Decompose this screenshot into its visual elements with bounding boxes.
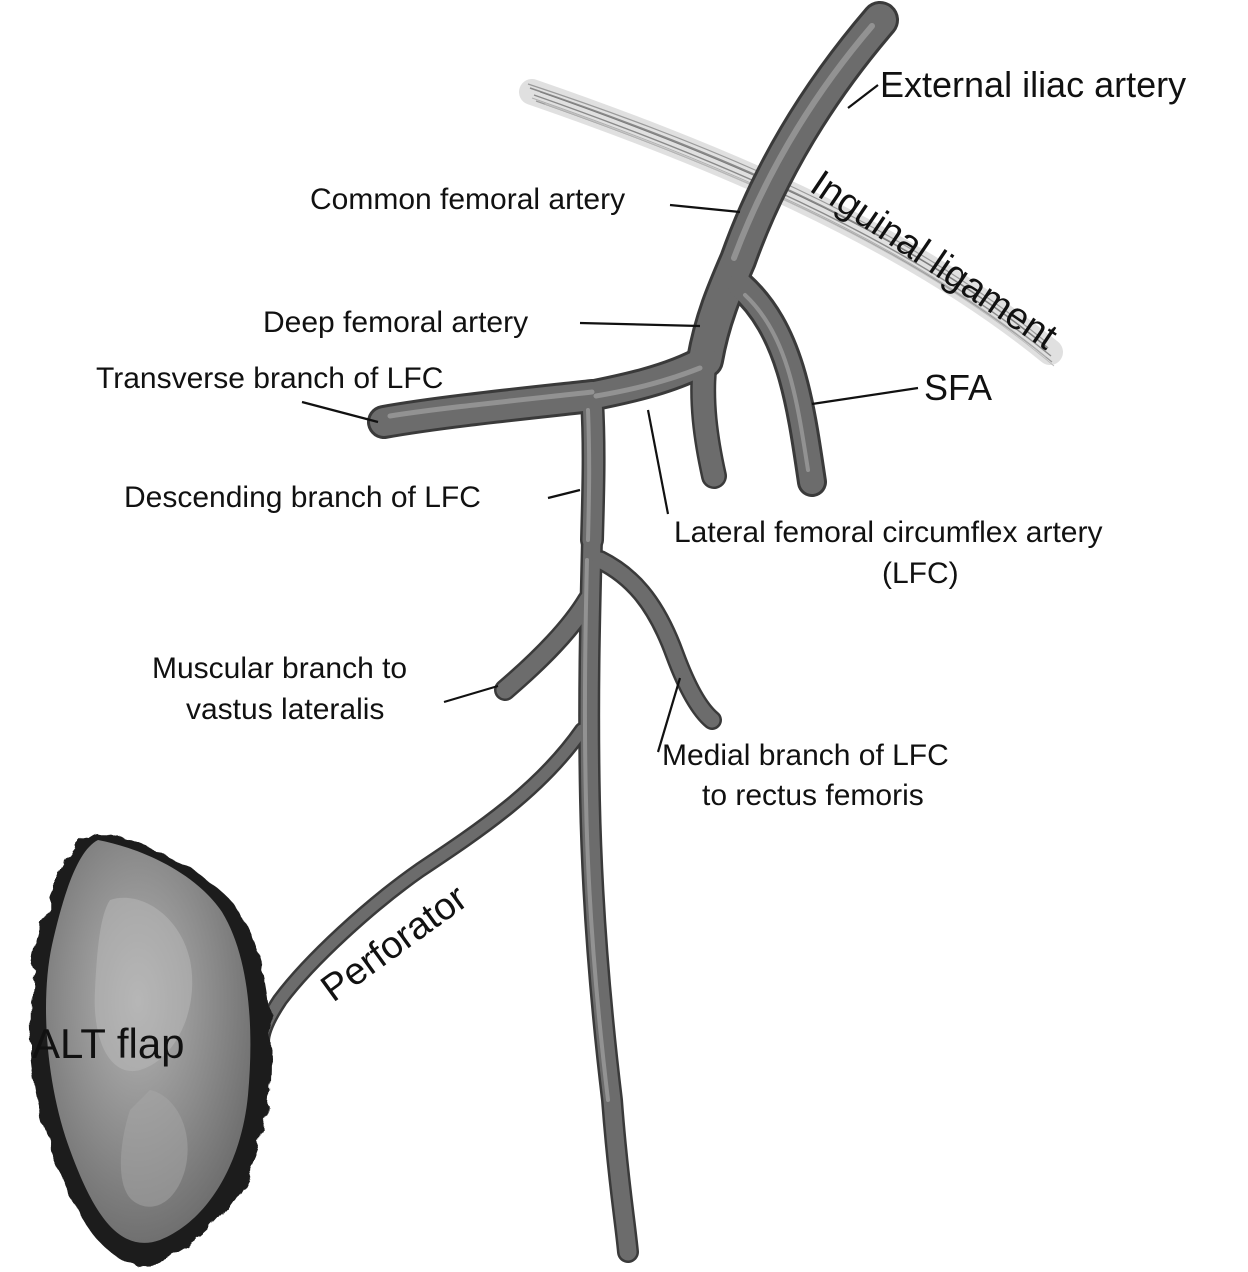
- label-inguinal-ligament: Inguinal ligament: [803, 163, 1065, 359]
- leader-transverse: [302, 402, 378, 422]
- label-muscular-line2: vastus lateralis: [186, 693, 384, 726]
- label-muscular-line1: Muscular branch to: [152, 652, 407, 685]
- label-medial-line1: Medial branch of LFC: [662, 739, 949, 772]
- leader-descending: [548, 490, 580, 498]
- label-common-femoral-artery: Common femoral artery: [310, 183, 625, 216]
- label-sfa: SFA: [924, 367, 992, 408]
- label-deep-femoral-artery: Deep femoral artery: [263, 306, 528, 339]
- leader-external-iliac: [848, 85, 878, 108]
- label-lfc-line1: Lateral femoral circumflex artery: [674, 516, 1102, 549]
- label-alt-flap: ALT flap: [32, 1020, 185, 1067]
- leader-sfa: [812, 388, 918, 404]
- label-medial-line2: to rectus femoris: [702, 779, 924, 812]
- label-descending-branch: Descending branch of LFC: [124, 481, 481, 514]
- label-transverse-branch: Transverse branch of LFC: [96, 362, 443, 395]
- leader-muscular: [444, 686, 498, 702]
- label-external-iliac-artery: External iliac artery: [880, 64, 1186, 105]
- leader-common-femoral: [670, 205, 740, 212]
- leader-deep-femoral: [580, 323, 700, 326]
- leader-lfc: [648, 410, 668, 514]
- label-lfc-line2: (LFC): [882, 557, 959, 590]
